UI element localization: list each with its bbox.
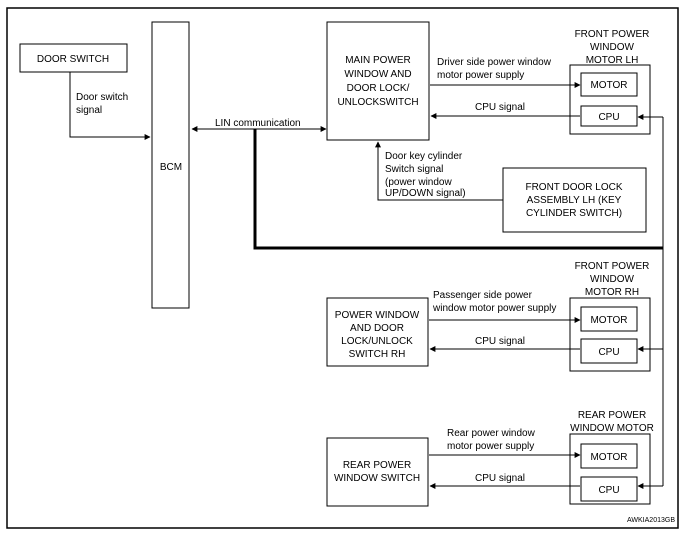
main-switch-line-2: WINDOW AND bbox=[344, 69, 411, 80]
rear-motor-motor: MOTOR bbox=[580, 443, 638, 469]
front-motor-lh-title-3: MOTOR LH bbox=[586, 55, 639, 66]
front-door-lock-line-1: FRONT DOOR LOCK bbox=[525, 182, 622, 193]
lin-communication-label: LIN communication bbox=[215, 118, 301, 129]
door-key-cylinder-label-1: Door key cylinder bbox=[385, 151, 463, 162]
front-motor-lh-title-2: WINDOW bbox=[590, 42, 634, 53]
front-door-lock-line-2: ASSEMBLY LH (KEY bbox=[527, 195, 622, 206]
front-motor-rh-title-2: WINDOW bbox=[590, 274, 634, 285]
rear-motor-supply-label-2: motor power supply bbox=[447, 441, 534, 452]
door-key-cylinder-label-4: UP/DOWN signal) bbox=[385, 188, 466, 199]
driver-motor-supply-label-2: motor power supply bbox=[437, 70, 524, 81]
front-motor-lh-cpu: CPU bbox=[580, 105, 638, 127]
front-motor-rh-cpu-label: CPU bbox=[598, 347, 619, 358]
door-switch-block: DOOR SWITCH bbox=[19, 43, 128, 73]
bcm-label: BCM bbox=[160, 162, 182, 173]
switch-rh-line-1: POWER WINDOW bbox=[335, 310, 420, 321]
rear-motor-supply-label-1: Rear power window bbox=[447, 428, 536, 439]
rear-switch-line-2: WINDOW SWITCH bbox=[334, 473, 420, 484]
lin-bus-trunk bbox=[253, 129, 663, 250]
door-switch-signal-line bbox=[69, 72, 151, 140]
rear-motor-title-1: REAR POWER bbox=[578, 410, 646, 421]
door-switch-signal-label-2: signal bbox=[76, 105, 102, 116]
power-window-switch-rh-block: POWER WINDOW AND DOOR LOCK/UNLOCK SWITCH… bbox=[326, 297, 429, 367]
switch-rh-line-3: LOCK/UNLOCK bbox=[341, 336, 413, 347]
door-key-cylinder-line bbox=[375, 141, 503, 201]
front-motor-lh-motor-label: MOTOR bbox=[590, 80, 627, 91]
switch-rh-line-2: AND DOOR bbox=[350, 323, 404, 334]
front-motor-rh-title-3: MOTOR RH bbox=[585, 287, 639, 298]
front-motor-lh-cpu-label: CPU bbox=[598, 112, 619, 123]
cpu-signal-rear-label: CPU signal bbox=[475, 473, 525, 484]
passenger-motor-supply-label-1: Passenger side power bbox=[433, 290, 533, 301]
rear-motor-motor-label: MOTOR bbox=[590, 452, 627, 463]
front-door-lock-line-3: CYLINDER SWITCH) bbox=[526, 208, 622, 219]
rear-motor-cpu-label: CPU bbox=[598, 485, 619, 496]
front-motor-rh-motor: MOTOR bbox=[580, 306, 638, 332]
switch-rh-line-4: SWITCH RH bbox=[349, 349, 406, 360]
diagram-frame bbox=[6, 7, 679, 529]
rear-switch-line-1: REAR POWER bbox=[343, 460, 411, 471]
main-switch-line-4: UNLOCKSWITCH bbox=[337, 97, 418, 108]
front-motor-lh-title-1: FRONT POWER bbox=[575, 29, 650, 40]
front-motor-rh-cpu: CPU bbox=[580, 338, 638, 364]
cpu-signal-rh-label: CPU signal bbox=[475, 336, 525, 347]
door-switch-signal-label-1: Door switch bbox=[76, 92, 128, 103]
main-power-window-switch-block: MAIN POWER WINDOW AND DOOR LOCK/ UNLOCKS… bbox=[326, 21, 430, 141]
front-door-lock-assembly-lh-block: FRONT DOOR LOCK ASSEMBLY LH (KEY CYLINDE… bbox=[502, 167, 647, 233]
cpu-signal-lh-label: CPU signal bbox=[475, 102, 525, 113]
rear-power-window-switch-block: REAR POWER WINDOW SWITCH bbox=[326, 437, 429, 507]
passenger-motor-supply-label-2: window motor power supply bbox=[432, 303, 556, 314]
main-switch-line-1: MAIN POWER bbox=[345, 55, 411, 66]
rear-motor-title-2: WINDOW MOTOR bbox=[570, 423, 654, 434]
rear-motor-cpu: CPU bbox=[580, 476, 638, 502]
bcm-block: BCM bbox=[151, 21, 190, 309]
figure-code: AWKIA2013GB bbox=[627, 517, 675, 524]
door-key-cylinder-label-3: (power window bbox=[385, 177, 452, 188]
driver-motor-supply-label-1: Driver side power window bbox=[437, 57, 552, 68]
door-switch-label: DOOR SWITCH bbox=[37, 54, 109, 65]
front-motor-lh-motor: MOTOR bbox=[580, 72, 638, 97]
front-motor-rh-title-1: FRONT POWER bbox=[575, 261, 650, 272]
front-motor-rh-motor-label: MOTOR bbox=[590, 315, 627, 326]
door-key-cylinder-label-2: Switch signal bbox=[385, 164, 443, 175]
main-switch-line-3: DOOR LOCK/ bbox=[347, 83, 410, 94]
